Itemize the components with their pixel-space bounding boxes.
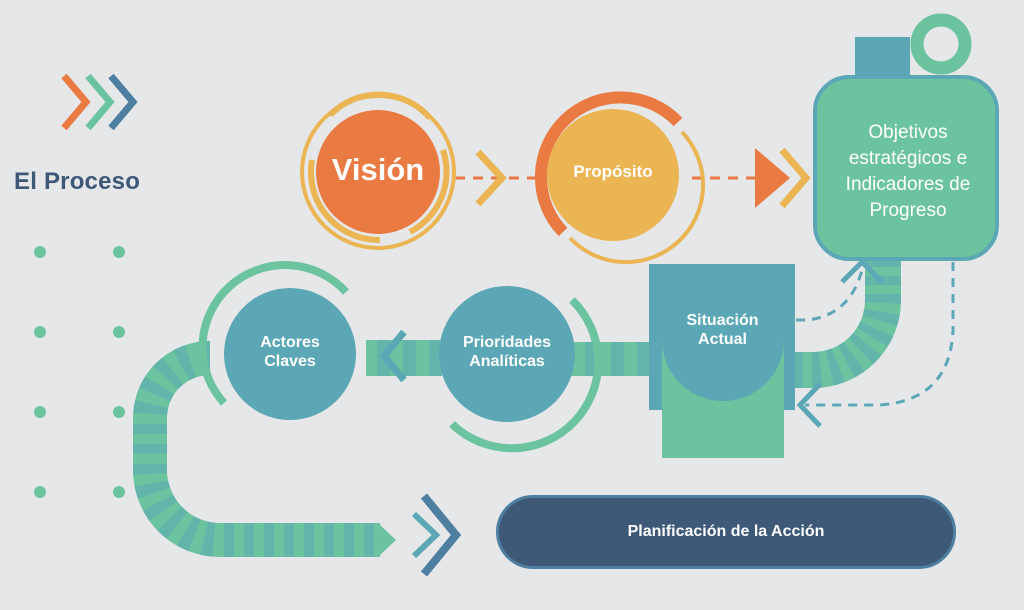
pipe-left bbox=[133, 341, 396, 557]
arrow-left-icon bbox=[796, 382, 822, 428]
decor-dot bbox=[34, 326, 46, 338]
decor-dot bbox=[113, 326, 125, 338]
decor-dot bbox=[113, 486, 125, 498]
decor-dot bbox=[34, 486, 46, 498]
pipe-arrow-tip bbox=[378, 523, 396, 557]
chevron-blue-icon bbox=[108, 73, 138, 131]
decor-dot bbox=[34, 246, 46, 258]
proposito-label: Propósito bbox=[573, 161, 653, 181]
prioridades-node[interactable] bbox=[379, 286, 603, 453]
objetivos-node[interactable] bbox=[813, 13, 999, 261]
double-chevron-icon bbox=[411, 493, 462, 577]
pipe-right bbox=[790, 258, 901, 388]
actores-node[interactable] bbox=[198, 261, 356, 420]
dashed-connector-proposito-objetivos bbox=[692, 147, 811, 209]
dashed-feedback-loops bbox=[796, 258, 955, 428]
decor-dot bbox=[113, 406, 125, 418]
triangle-right-icon bbox=[755, 148, 790, 208]
pipe-middle bbox=[366, 340, 656, 376]
planificacion-button[interactable]: Planificación de la Acción bbox=[496, 495, 956, 569]
chevron-right-icon bbox=[475, 149, 507, 207]
situacion-node[interactable] bbox=[649, 264, 795, 458]
decor-dot bbox=[113, 246, 125, 258]
logo-chevrons-icon bbox=[61, 73, 138, 131]
chevron-right-icon bbox=[779, 147, 811, 209]
page-title: El Proceso bbox=[14, 168, 141, 195]
planificacion-label: Planificación de la Acción bbox=[627, 523, 825, 540]
arrow-up-icon bbox=[840, 258, 884, 284]
decor-dot bbox=[34, 406, 46, 418]
chevron-left-icon bbox=[379, 329, 407, 383]
vision-label: Visión bbox=[331, 152, 425, 188]
dot-grid bbox=[34, 246, 125, 498]
vision-node[interactable] bbox=[300, 91, 456, 250]
proposito-node[interactable] bbox=[534, 91, 706, 265]
dashed-connector-vision-proposito bbox=[455, 149, 540, 207]
chevron-green-icon bbox=[85, 73, 115, 131]
chevron-orange-icon bbox=[61, 73, 91, 131]
